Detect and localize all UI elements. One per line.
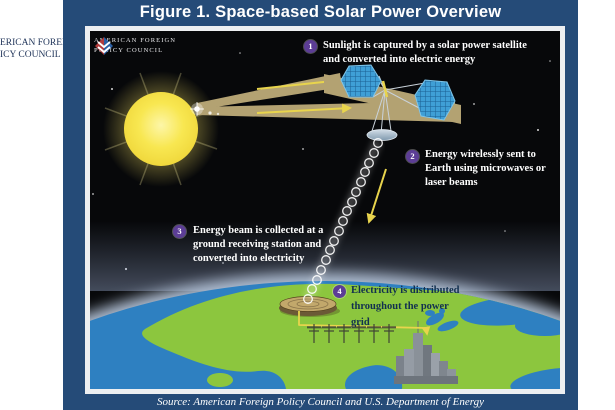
afpc-logo-line: AMERICAN FOREIGN [94,37,177,44]
space-illustration-svg [90,52,560,389]
step-2-line: Energy wirelessly sent to [425,149,536,160]
figure-panel: Figure 1. Space-based Solar Power Overvi… [63,0,578,410]
figure-source: Source: American Foreign Policy Council … [157,396,484,408]
afpc-logo-text: AMERICAN FOREIGN POLICY COUNCIL [94,36,176,55]
step-4-line: Electricity is distributed [351,285,460,296]
step-2-badge: 2 [406,150,419,163]
step-1-badge: 1 [304,40,317,53]
step-4-badge: 4 [333,285,346,298]
clipped-org-line: ERICAN FOREIGN [0,38,79,48]
step-4-text: Electricity is distributed throughout th… [351,283,460,331]
clipped-org-name: ERICAN FOREIGN ICY COUNCIL [0,38,79,61]
step-3-text: Energy beam is collected at a ground rec… [193,224,323,266]
solar-power-satellite [324,64,461,141]
figure-title: Figure 1. Space-based Solar Power Overvi… [139,3,502,21]
step-3-line: converted into electricity [193,253,305,264]
sunlight-arrow-lower [256,103,352,114]
continent [142,283,560,389]
clipped-org-line: ICY COUNCIL [0,49,61,60]
step-1-line: Sunlight is captured by a solar power sa… [323,40,527,51]
afpc-logo-icon [95,37,113,55]
solar-panel-right [414,79,456,121]
step-1-text: Sunlight is captured by a solar power sa… [323,39,527,67]
step-3-line: ground receiving station and [193,239,322,250]
step-1-line: and converted into electric energy [323,54,476,65]
downlink-arrow [366,168,387,224]
afpc-logo: AMERICAN FOREIGN POLICY COUNCIL [94,36,176,55]
step-4-line: grid [351,317,370,328]
step-2-line: laser beams [425,177,478,188]
stars [92,52,551,271]
afpc-logo-line: POLICY COUNCIL [94,46,164,54]
sun [103,71,219,187]
step-2-text: Energy wirelessly sent to Earth using mi… [425,148,546,190]
island [207,373,233,387]
step-3-line: Energy beam is collected at a [193,225,324,236]
solar-panel-left [340,64,382,98]
transmitter-dish [366,129,398,141]
transmission-pylons [307,324,396,343]
illustration-canvas: AMERICAN FOREIGN POLICY COUNCIL 1 Sunlig… [90,31,560,389]
illustration-frame: AMERICAN FOREIGN POLICY COUNCIL 1 Sunlig… [85,26,565,394]
satellite-emitter [381,80,389,98]
step-4-line: throughout the power [351,301,449,312]
sun-glint [190,102,220,116]
energy-coil-beam [303,138,383,304]
step-3-badge: 3 [173,225,186,238]
step-2-line: Earth using microwaves or [425,163,546,174]
